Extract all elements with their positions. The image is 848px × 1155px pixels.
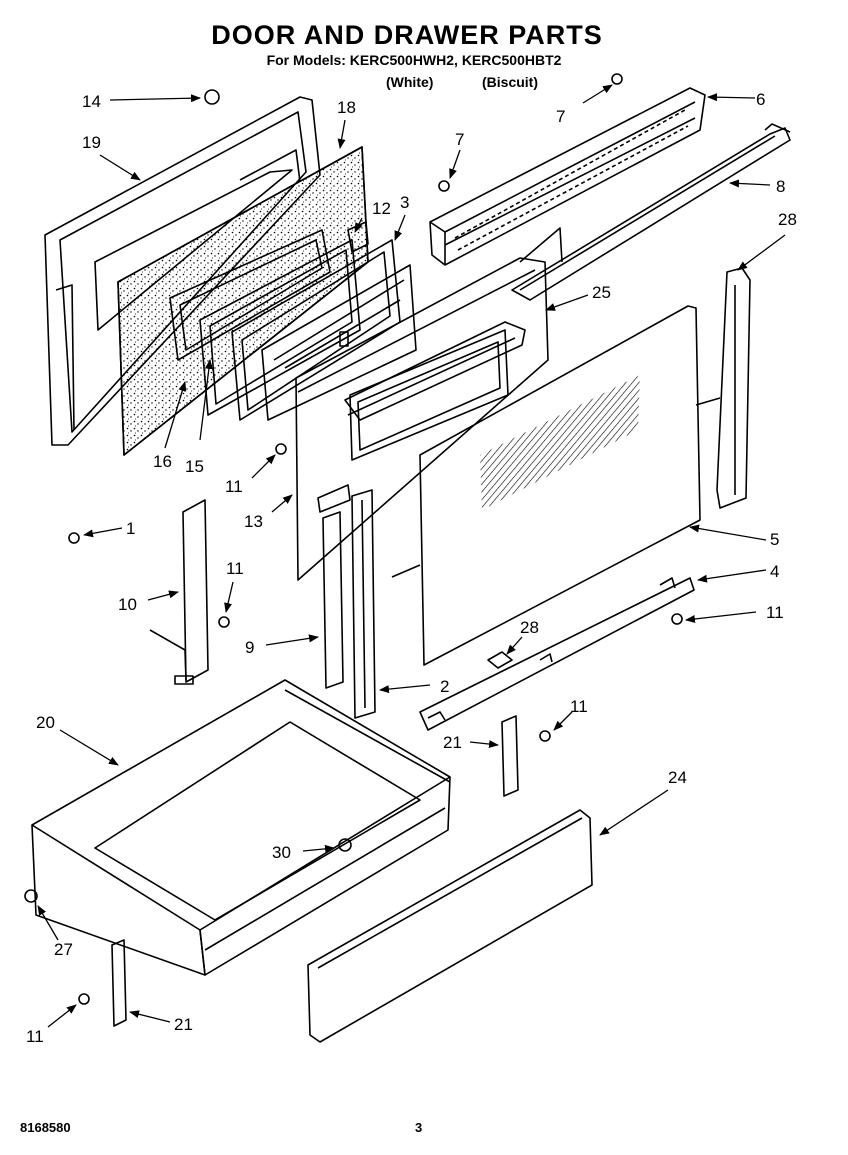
callout-8: 8 <box>776 177 785 196</box>
callout-16: 16 <box>153 452 172 471</box>
callout-24: 24 <box>668 768 687 787</box>
callout-5: 5 <box>770 530 779 549</box>
door-insulation <box>117 146 369 456</box>
callout-13: 13 <box>244 512 263 531</box>
inner-door-liner <box>295 227 563 581</box>
callout-2: 2 <box>440 677 449 696</box>
fasteners <box>24 73 683 1005</box>
vent-trim-strip <box>511 123 791 301</box>
hinge-receptacle-21-lower <box>111 939 127 1027</box>
callout-leaders <box>37 84 786 1028</box>
callout-4: 4 <box>770 562 779 581</box>
side-trim-right <box>716 267 751 509</box>
page-number: 3 <box>415 1120 423 1135</box>
callout-27: 27 <box>54 940 73 959</box>
door-spacer-2 <box>351 489 376 719</box>
callout-7-right: 7 <box>556 107 565 126</box>
front-door-panel <box>391 305 721 666</box>
callout-14: 14 <box>82 92 101 111</box>
callout-11-door: 11 <box>225 477 243 496</box>
door-spacer-9 <box>322 511 344 689</box>
callout-11-receptacle: 11 <box>570 697 588 716</box>
callout-labels: 14 19 18 7 7 6 8 28 12 3 25 16 15 11 13 … <box>26 90 797 1046</box>
color-biscuit-label: (Biscuit) <box>482 74 538 90</box>
callout-20: 20 <box>36 713 55 732</box>
callout-15: 15 <box>185 457 204 476</box>
callout-18: 18 <box>337 98 356 117</box>
model-numbers: For Models: KERC500HWH2, KERC500HBT2 <box>266 52 562 68</box>
storage-drawer <box>31 679 451 976</box>
callout-1: 1 <box>126 519 135 538</box>
callout-28-lower: 28 <box>520 618 539 637</box>
color-white-label: (White) <box>386 74 434 90</box>
callout-7-upper: 7 <box>455 130 464 149</box>
callout-3: 28 <box>778 210 797 229</box>
callout-9: 9 <box>245 638 254 657</box>
drawer-front-panel <box>307 809 593 1043</box>
callout-6: 6 <box>756 90 765 109</box>
hinge-bracket-left <box>149 499 209 685</box>
callout-19: 19 <box>82 133 101 152</box>
hinge-receptacle-21-upper <box>501 715 519 797</box>
callout-25: 25 <box>592 283 611 302</box>
callout-12: 3 <box>400 193 409 212</box>
callout-10: 10 <box>118 595 137 614</box>
callout-30: 30 <box>272 843 291 862</box>
callout-11-trim: 11 <box>766 603 784 622</box>
callout-28-upper: 12 <box>372 199 391 218</box>
callout-21-upper: 21 <box>443 733 462 752</box>
small-clip-28 <box>487 651 513 669</box>
page-title: DOOR AND DRAWER PARTS <box>211 20 603 50</box>
callout-11-lower: 11 <box>26 1027 44 1046</box>
control-panel-trim <box>429 87 706 266</box>
callout-11-hinge: 11 <box>226 559 244 578</box>
callout-21-lower: 21 <box>174 1015 193 1034</box>
document-number: 8168580 <box>20 1120 71 1135</box>
door-handle <box>344 321 526 421</box>
bottom-door-trim <box>419 577 695 731</box>
